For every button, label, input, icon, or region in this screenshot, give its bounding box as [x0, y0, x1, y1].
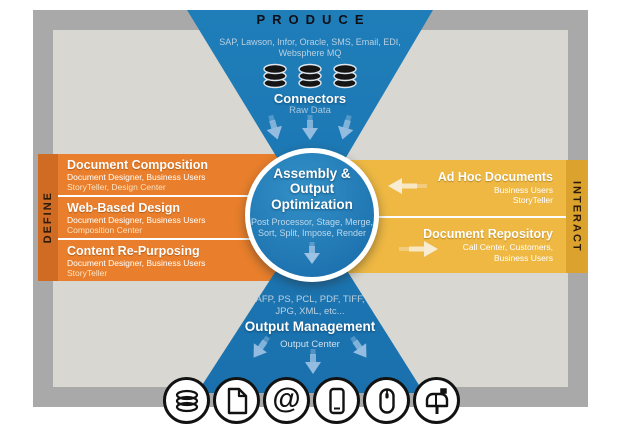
- hub-title-line1: Assembly &: [273, 165, 351, 181]
- define-label: DEFINE: [42, 191, 54, 244]
- interact-strip: INTERACT: [566, 160, 587, 273]
- row-users: Document Designer, Business Users: [67, 214, 206, 225]
- interact-row-ad-hoc-documents: Ad Hoc Documents Business Users StoryTel…: [312, 160, 566, 218]
- row-users: Document Designer, Business Users: [67, 171, 206, 182]
- output-channels-row: @: [163, 377, 460, 424]
- row-users: Document Designer, Business Users: [67, 257, 206, 268]
- row-title: Content Re-Purposing: [67, 243, 200, 258]
- database-icon: [163, 377, 210, 424]
- email-at-icon: @: [263, 377, 310, 424]
- hub-subtitle: Post Processor, Stage, Merge, Sort, Spli…: [251, 217, 373, 239]
- row-line2: Call Center, Customers,: [462, 242, 553, 253]
- document-glyph: [227, 387, 247, 414]
- hub-title-line2: Output Optimization: [271, 181, 353, 212]
- hub-subtitle-line2: Sort, Split, Impose, Render: [257, 228, 367, 239]
- row-title: Ad Hoc Documents: [437, 169, 553, 184]
- row-tools: Composition Center: [67, 224, 143, 235]
- hub-subtitle-line1: Post Processor, Stage, Merge,: [250, 217, 374, 228]
- hub-title: Assembly & Output Optimization: [250, 166, 374, 213]
- at-glyph: @: [272, 383, 301, 415]
- row-title: Document Composition: [67, 157, 208, 172]
- interact-rows: Ad Hoc Documents Business Users StoryTel…: [312, 160, 566, 273]
- mobile-glyph: [328, 387, 345, 414]
- mouse-glyph: [378, 387, 395, 414]
- row-title: Document Repository: [423, 227, 553, 242]
- row-title: Web-Based Design: [67, 200, 180, 215]
- row-line3: StoryTeller: [512, 195, 553, 206]
- arrow-left-icon: [388, 178, 427, 194]
- interact-row-document-repository: Document Repository Call Center, Custome…: [312, 218, 566, 274]
- row-tools: StoryTeller, Design Center: [67, 181, 166, 192]
- assembly-hub-circle: Assembly & Output Optimization Post Proc…: [245, 148, 379, 282]
- mouse-icon: [363, 377, 410, 424]
- document-icon: [213, 377, 260, 424]
- mailbox-icon: [413, 377, 460, 424]
- define-strip: DEFINE: [38, 154, 58, 281]
- row-line2: Business Users: [493, 184, 553, 195]
- row-tools: StoryTeller: [67, 267, 108, 278]
- arrow-right-icon: [399, 240, 438, 257]
- interact-label: INTERACT: [570, 180, 583, 253]
- row-line3: Business Users: [493, 252, 553, 263]
- mobile-phone-icon: [313, 377, 360, 424]
- mailbox-glyph: [425, 387, 448, 414]
- database-glyph: [175, 389, 198, 412]
- arrow-down-icon: [304, 242, 320, 265]
